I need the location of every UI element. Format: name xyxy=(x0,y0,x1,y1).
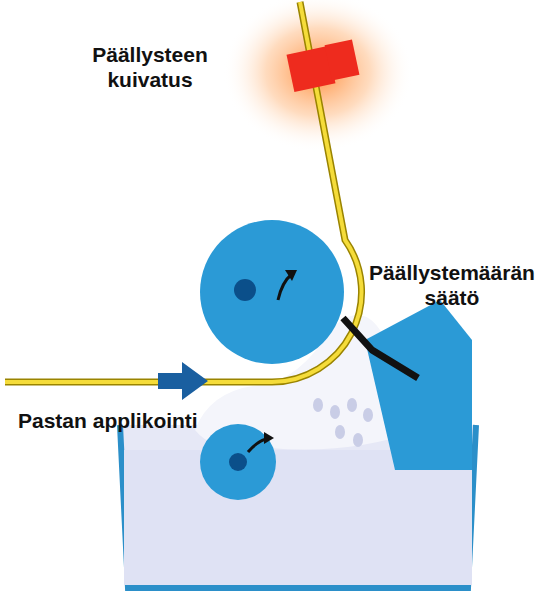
blade-holder xyxy=(365,300,472,470)
feed-direction-arrow xyxy=(158,362,208,400)
dryer-glow xyxy=(223,0,413,152)
roller-axle xyxy=(229,453,247,471)
applicator-roller xyxy=(200,424,276,500)
doctor-blade xyxy=(343,318,418,378)
process-label: Päällysteen kuivatus xyxy=(60,42,240,92)
paste-bath xyxy=(124,450,472,585)
roller-axle xyxy=(234,279,256,301)
backing-roller xyxy=(200,220,344,364)
rotation-arrow xyxy=(278,274,292,300)
dryer-heater xyxy=(325,39,360,80)
web xyxy=(5,2,362,382)
rotation-arrowhead xyxy=(264,432,274,444)
web-edge xyxy=(5,2,362,382)
process-label: Päällystemäärän säätö xyxy=(352,260,552,310)
paste-drops xyxy=(313,398,373,447)
process-label: Pastan applikointi xyxy=(18,408,198,433)
rotation-arrowhead xyxy=(285,270,297,281)
